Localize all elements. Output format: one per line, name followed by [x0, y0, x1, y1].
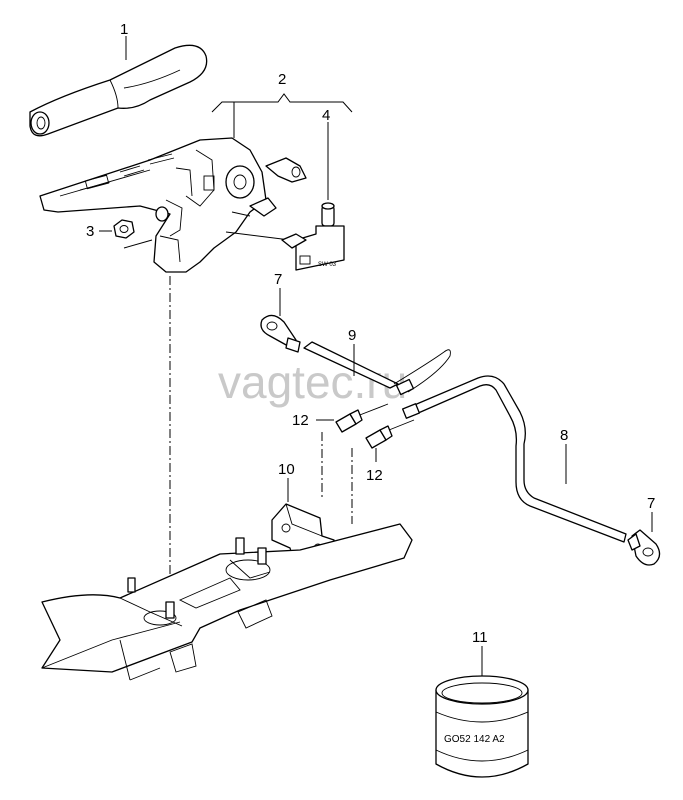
- handbrake-lever-assembly: [39, 137, 307, 273]
- cable-adjuster-upper: [335, 403, 389, 433]
- cable-eye-upper: [260, 314, 301, 353]
- cable-adjuster-lower: [365, 419, 415, 449]
- short-cable: [303, 341, 451, 396]
- callout-12a: 12: [292, 412, 309, 429]
- callout-11: 11: [472, 629, 488, 646]
- callout-10: 10: [278, 461, 295, 478]
- callout-3: 3: [86, 223, 94, 240]
- floor-pan: [41, 523, 413, 681]
- floor-studs: [127, 537, 267, 619]
- hex-nut: [113, 219, 135, 239]
- figure-code: GO52 142 A2: [444, 734, 505, 745]
- callout-7a: 7: [274, 271, 282, 288]
- callout-1: 1: [120, 21, 128, 38]
- cable-eye-lower: [627, 529, 661, 566]
- callout-2: 2: [278, 71, 286, 88]
- callout-7b: 7: [647, 495, 655, 512]
- callout-9: 9: [348, 327, 356, 344]
- svg-text:SW 03: SW 03: [318, 262, 337, 268]
- handbrake-grip: [29, 44, 208, 137]
- sleeve: GO52 142 A2: [435, 675, 529, 778]
- callout-12b: 12: [366, 467, 383, 484]
- handbrake-switch: SW 03: [281, 202, 345, 271]
- callout-4: 4: [322, 107, 330, 124]
- callout-8: 8: [560, 427, 568, 444]
- long-cable: [401, 375, 627, 543]
